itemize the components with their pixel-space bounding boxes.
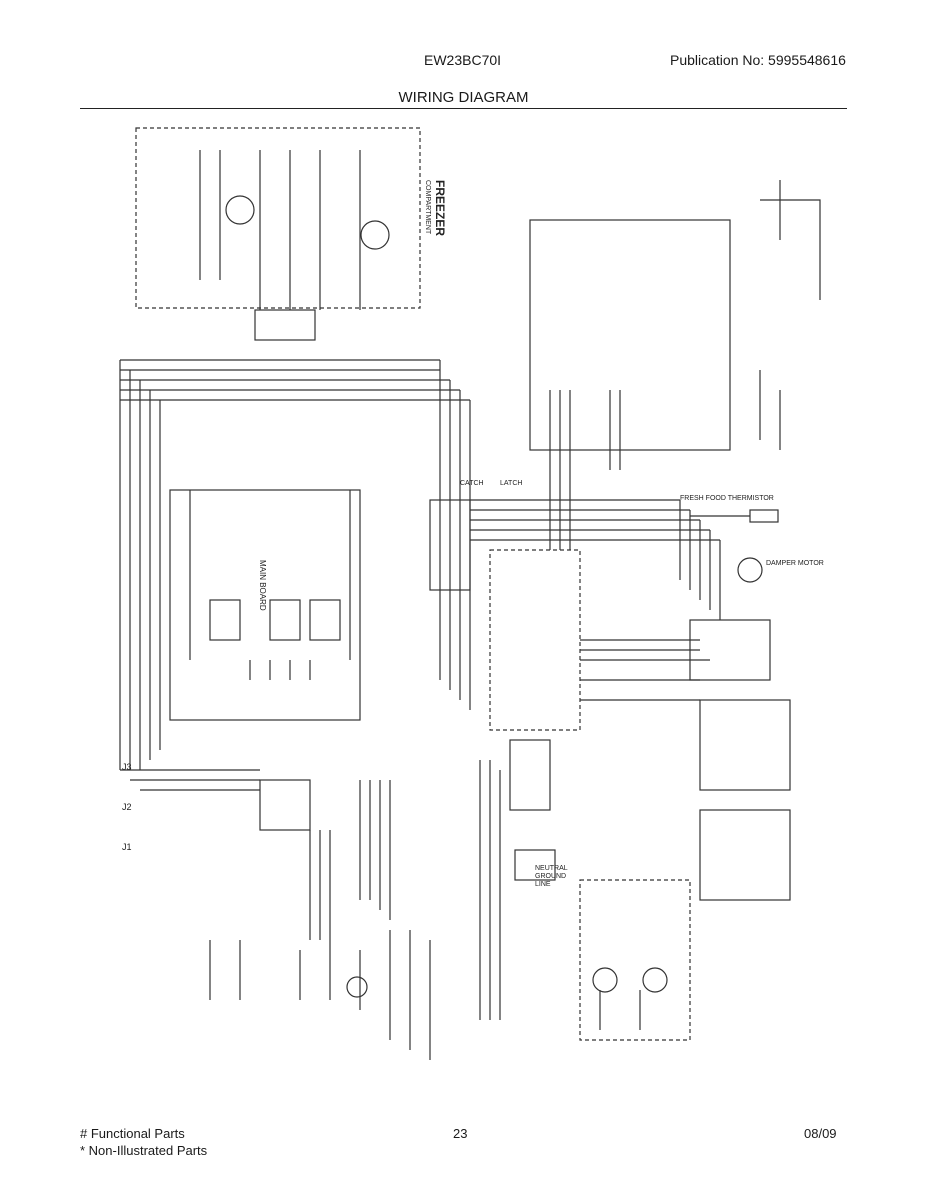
j3-label: J3	[122, 762, 132, 772]
j1-label: J1	[122, 842, 132, 852]
j2-label: J2	[122, 802, 132, 812]
publication-number: Publication No: 5995548616	[670, 52, 846, 68]
freezer-label: FREEZER	[433, 180, 447, 236]
lamp-icon	[592, 967, 618, 993]
main-board	[169, 489, 361, 721]
latch-label: LATCH	[500, 480, 522, 487]
page-number: 23	[453, 1126, 468, 1141]
wiring-diagram: FREEZER COMPARTMENT MAIN BOARD FRESH FOO…	[119, 127, 824, 1060]
freezer-sub-label: COMPARTMENT	[424, 180, 431, 235]
fan-motor-icon	[225, 195, 255, 225]
footnote-functional: # Functional Parts	[80, 1126, 185, 1141]
model-number: EW23BC70I	[424, 52, 502, 68]
damper-motor-icon	[737, 557, 763, 583]
thermistor-label: FRESH FOOD THERMISTOR	[680, 495, 774, 502]
main-board-label: MAIN BOARD	[258, 560, 267, 611]
page-title: WIRING DIAGRAM	[398, 89, 529, 106]
light-module-box	[579, 879, 691, 1041]
defrost-heater-icon	[360, 220, 390, 250]
footnote-non-illustrated: * Non-Illustrated Parts	[80, 1143, 208, 1158]
header-rule	[80, 108, 847, 109]
water-valve-icon	[346, 976, 368, 998]
damper-label: DAMPER MOTOR	[766, 560, 824, 567]
line-label: LINE	[535, 881, 551, 888]
ground-label: GROUND	[535, 873, 566, 880]
catch-label: CATCH	[460, 480, 484, 487]
freezer-compartment-box	[135, 127, 421, 309]
date: 08/09	[804, 1126, 837, 1141]
machine-compartment-box	[489, 549, 581, 731]
lamp-icon	[642, 967, 668, 993]
neutral-label: NEUTRAL	[535, 865, 568, 872]
